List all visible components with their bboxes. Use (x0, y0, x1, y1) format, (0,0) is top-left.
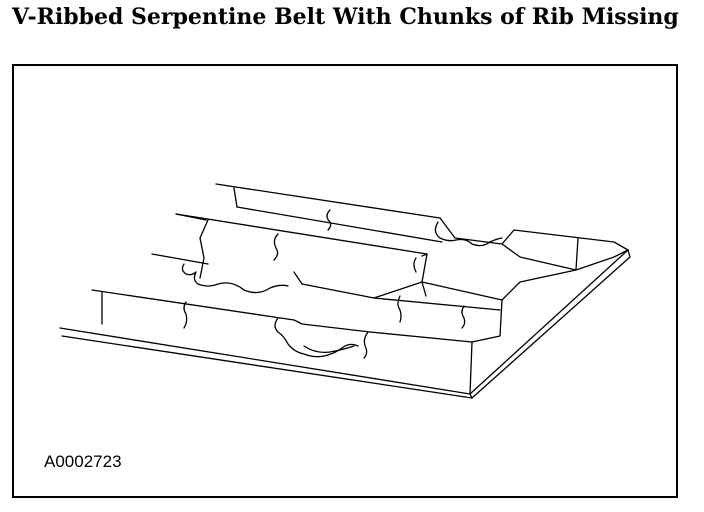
figure-frame: A0002723 (12, 64, 678, 498)
page-title: V-Ribbed Serpentine Belt With Chunks of … (12, 4, 679, 30)
rib-3 (151, 253, 503, 395)
rib-2 (175, 213, 577, 301)
rib-1 (215, 183, 629, 271)
figure-id-label: A0002723 (44, 452, 122, 471)
belt-illustration (59, 183, 631, 399)
belt-backing (59, 249, 631, 399)
rib-4 (91, 289, 473, 359)
